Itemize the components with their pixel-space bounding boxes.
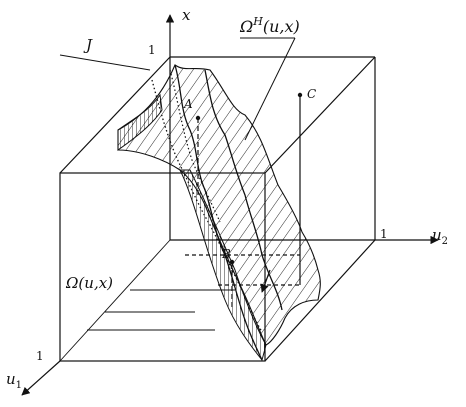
label-omega-h: ΩH(u,x) [239, 15, 300, 36]
curve-j [151, 79, 263, 333]
label-point-c: C [307, 87, 316, 101]
floor-line-left [59, 239, 171, 362]
projection-lines [185, 95, 301, 310]
point-b [229, 259, 235, 265]
point-a [195, 115, 201, 121]
label-omega-region: Ω(u,x) [65, 274, 113, 292]
cube-edge-top-left-diag [59, 56, 171, 174]
label-axis-u1: u1 [6, 370, 22, 391]
proj-arrow [260, 269, 271, 293]
label-tick-x: 1 [148, 43, 156, 57]
ridge-line-2 [204, 69, 283, 311]
cube-edge-bottom-right-diag [264, 239, 376, 362]
label-tick-u1: 1 [36, 349, 44, 363]
surface-ridges [174, 64, 283, 361]
u1-axis [21, 360, 61, 396]
label-point-a: A [183, 97, 193, 111]
label-axis-x: x [182, 6, 191, 24]
label-curve-j: J [83, 36, 93, 54]
pointer-lines [59, 37, 296, 141]
curve-j-2 [169, 69, 221, 223]
point-c [297, 92, 303, 98]
pointer-omega-h [244, 37, 296, 141]
surface-omega-h [117, 64, 321, 346]
label-point-b: B [221, 247, 231, 261]
cube-edge-top-right-diag [264, 56, 376, 174]
label-axis-u2: u2 [432, 226, 448, 247]
pointer-j [59, 54, 151, 71]
label-tick-u2: 1 [380, 227, 388, 241]
ridge-line-1 [174, 64, 263, 361]
